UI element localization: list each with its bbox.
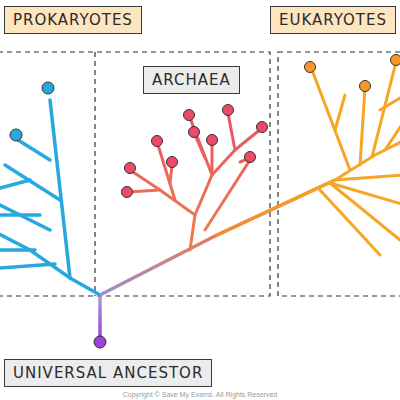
group-title: ARCHAEA [143,66,240,94]
node-text: EUKARYOTES [279,11,387,29]
region-outline [0,52,400,296]
copyright-note: Copyright © Save My Exams. All Rights Re… [123,391,278,398]
main-branch [100,180,335,295]
ancestor-dot [94,336,106,348]
node-text: PROKARYOTES [13,11,133,29]
archaea-branches [128,113,262,250]
bacteria-branches [0,100,100,295]
bacteria-dots [10,82,54,141]
ancestor-stem [98,295,102,338]
archaea-dots [122,105,268,198]
node-text: ARCHAEA [152,71,231,89]
node-text: UNIVERSAL ANCESTOR [13,364,203,382]
eukaryote-branches [312,62,400,255]
ancestor-label: UNIVERSAL ANCESTOR [4,359,212,387]
group-title: PROKARYOTES [4,6,142,34]
group-title: EUKARYOTES [270,6,396,34]
eukaryote-dots [305,55,400,92]
